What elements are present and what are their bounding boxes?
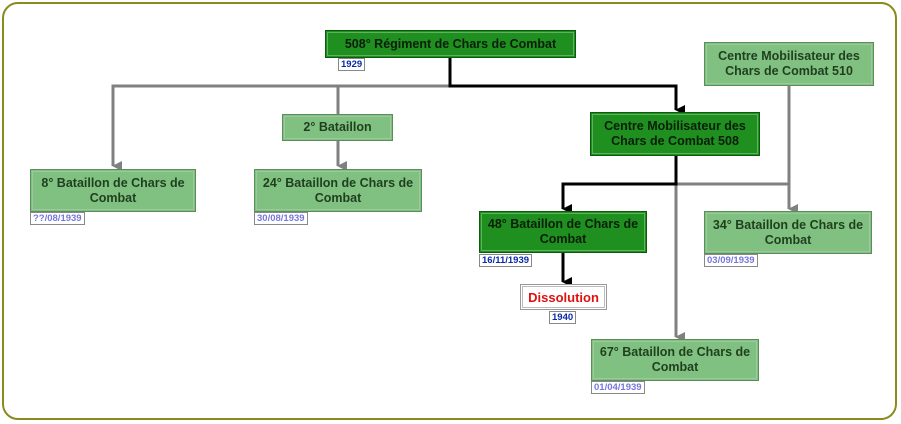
- node-bataillon-34-label: 34° Bataillon de Chars de Combat: [712, 217, 864, 247]
- node-regiment-508[interactable]: 508° Régiment de Chars de Combat: [325, 30, 576, 58]
- node-bataillon-8-label: 8° Bataillon de Chars de Combat: [41, 175, 185, 205]
- date-dissolution: 1940: [549, 311, 577, 324]
- node-centre-510[interactable]: Centre Mobilisateur des Chars de Combat …: [704, 42, 874, 86]
- node-centre-508-label: Centre Mobilisateur des Chars de Combat …: [604, 119, 746, 148]
- node-bataillon-24[interactable]: 24° Bataillon de Chars de Combat: [254, 169, 422, 212]
- node-bataillon-34[interactable]: 34° Bataillon de Chars de Combat: [704, 211, 872, 254]
- node-bataillon-24-label: 24° Bataillon de Chars de Combat: [262, 175, 414, 205]
- node-dissolution-label: Dissolution: [528, 289, 599, 305]
- date-regiment-508: 1929: [338, 58, 366, 71]
- node-centre-508[interactable]: Centre Mobilisateur des Chars de Combat …: [590, 112, 760, 156]
- date-bataillon-8: ??/08/1939: [30, 212, 85, 225]
- node-bataillon-48[interactable]: 48° Bataillon de Chars de Combat: [479, 211, 647, 253]
- node-bataillon-67[interactable]: 67° Bataillon de Chars de Combat: [591, 339, 759, 381]
- date-bataillon-48: 16/11/1939: [479, 254, 533, 267]
- date-bataillon-34: 03/09/1939: [704, 254, 758, 267]
- connector-regiment-to-8: [111, 58, 452, 171]
- date-bataillon-24: 30/08/1939: [254, 212, 308, 225]
- node-bataillon-67-label: 67° Bataillon de Chars de Combat: [599, 345, 751, 374]
- node-bataillon-2[interactable]: 2° Bataillon: [282, 114, 393, 141]
- node-centre-510-label: Centre Mobilisateur des Chars de Combat …: [718, 49, 860, 78]
- node-regiment-508-label: 508° Régiment de Chars de Combat: [344, 36, 557, 51]
- connector-regiment-to-508: [448, 58, 685, 115]
- node-bataillon-2-label: 2° Bataillon: [303, 120, 372, 134]
- node-dissolution[interactable]: Dissolution: [520, 284, 607, 310]
- node-bataillon-48-label: 48° Bataillon de Chars de Combat: [487, 217, 639, 246]
- connector-508-to-48: [561, 156, 678, 214]
- date-bataillon-67: 01/04/1939: [591, 381, 645, 394]
- node-bataillon-8[interactable]: 8° Bataillon de Chars de Combat: [30, 169, 196, 212]
